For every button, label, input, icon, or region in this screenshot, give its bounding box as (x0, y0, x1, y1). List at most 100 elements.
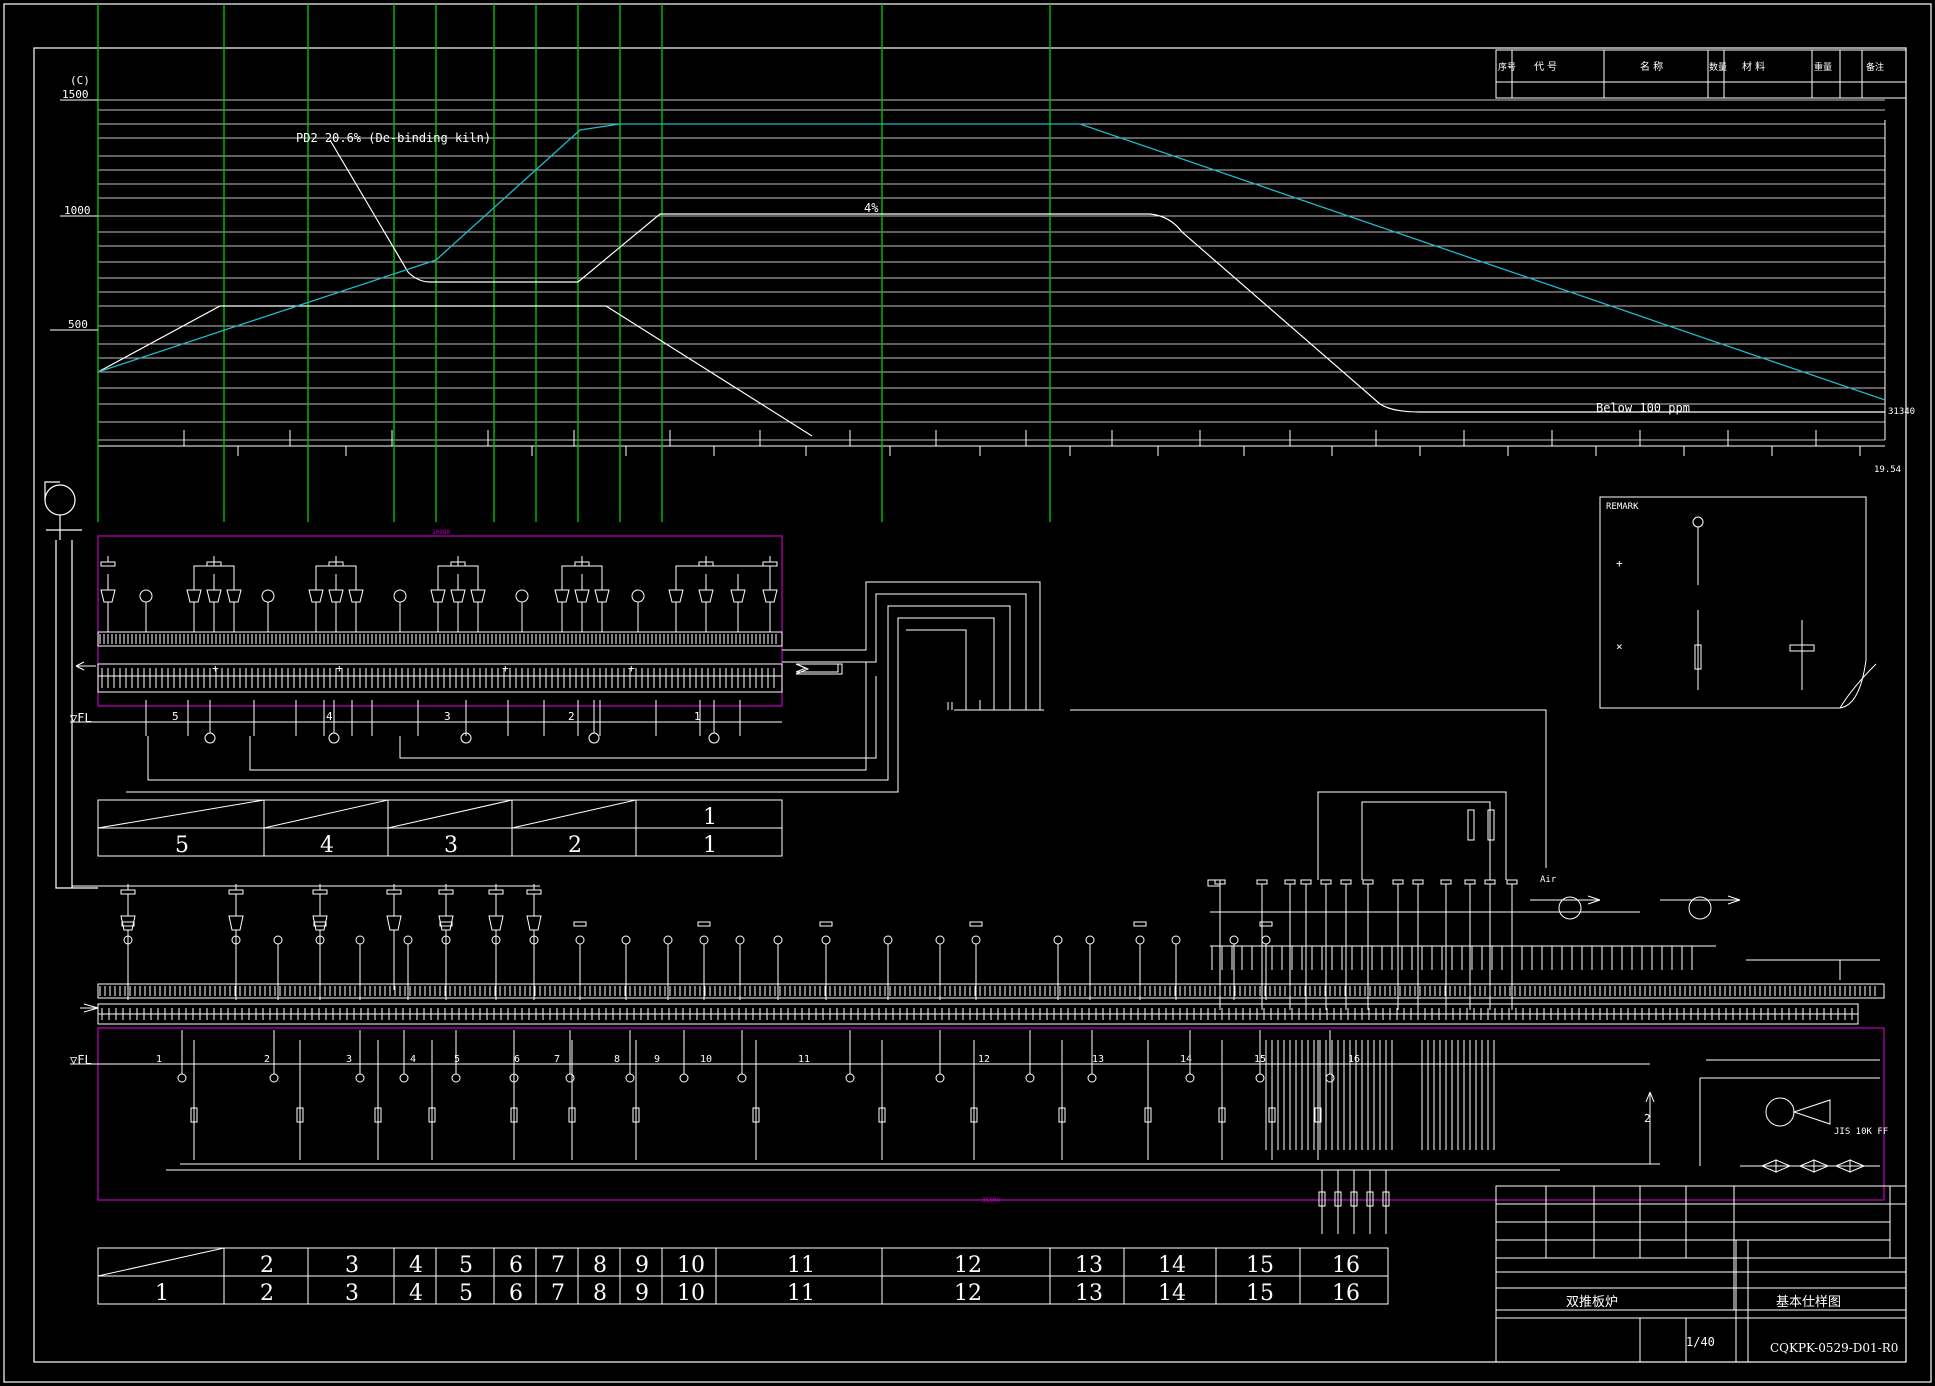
main-table-top-cell: 14 (1158, 1253, 1186, 1278)
burner-symbol (450, 589, 466, 603)
burner-symbol (308, 589, 324, 603)
main-zone-number: 14 (1180, 1054, 1192, 1065)
main-table-top-cell: 13 (1075, 1253, 1103, 1278)
main-floor-label: ▽FL (70, 1053, 92, 1067)
burner-symbol (698, 589, 714, 603)
burner-symbol (186, 589, 202, 603)
probe-symbol (1171, 935, 1181, 945)
burner-symbol (348, 589, 364, 603)
y-tick-1500: 1500 (62, 88, 89, 101)
plus-mark: + (212, 662, 219, 675)
main-table-bottom-cell: 16 (1332, 1281, 1360, 1306)
drawing-title: 基本仕样图 (1776, 1295, 1841, 1310)
header-seq: 序号 (1498, 61, 1516, 73)
title-block: 双推板炉 基本仕样图 1/40 CQKPK-0529-D01-R0 (1495, 1185, 1907, 1363)
main-zone-number: 16 (1348, 1054, 1360, 1065)
gauge-symbol (1325, 1073, 1335, 1083)
main-table-bottom-cell: 1 (155, 1281, 169, 1306)
probe-symbol (821, 935, 831, 945)
main-zone-number: 10 (700, 1054, 712, 1065)
gauge-symbol (708, 732, 720, 744)
fan-symbol (1688, 896, 1712, 920)
gauge-symbol (328, 732, 340, 744)
burner-symbol (438, 915, 454, 931)
motor-symbol (515, 589, 529, 603)
gauge-symbol (269, 1073, 279, 1083)
drawing-number: CQKPK-0529-D01-R0 (1770, 1341, 1898, 1355)
burner-symbol (554, 589, 570, 603)
header-code: 代 号 (1534, 61, 1557, 73)
main-table-top-cell: 8 (593, 1253, 607, 1278)
burner-symbol (430, 589, 446, 603)
motor-symbol (631, 589, 645, 603)
gauge-symbol (679, 1073, 689, 1083)
y-tick-500: 500 (68, 318, 88, 331)
debinding-floor-label: ▽FL (70, 711, 92, 725)
main-kiln-boundary (97, 1027, 1885, 1201)
probe-symbol (403, 935, 413, 945)
debinding-table-top-cell: 1 (703, 805, 717, 830)
main-kiln-dimension: 35000 (982, 1197, 1000, 1204)
motor-symbol (393, 589, 407, 603)
main-table-bottom-cell: 10 (677, 1281, 705, 1306)
air-label: Air (1540, 875, 1557, 885)
manifold-pipes (126, 581, 1547, 868)
debinding-kiln-boundary (97, 535, 783, 707)
burner-symbol (762, 589, 778, 603)
probe-symbol (735, 935, 745, 945)
motor-symbol (261, 589, 275, 603)
exhaust-fan-symbol (1765, 1097, 1795, 1127)
main-table-bottom-cell: 7 (551, 1281, 565, 1306)
burner-symbol (328, 589, 344, 603)
fan-symbol (1558, 896, 1582, 920)
riser-label: 2 (1644, 1112, 1651, 1125)
main-table-bottom-cell: 6 (509, 1281, 523, 1306)
y-axis-unit: (C) (70, 74, 90, 87)
burner-symbol (488, 915, 504, 931)
debinding-table-bottom-cell: 2 (568, 833, 582, 858)
burner-symbol (470, 589, 486, 603)
plus-mark: + (502, 662, 509, 675)
header-material: 材 料 (1742, 60, 1765, 73)
main-zone-number: 5 (454, 1054, 460, 1065)
main-table-bottom-cell: 9 (635, 1281, 649, 1306)
main-table-bottom-cell: 3 (345, 1281, 359, 1306)
main-table-bottom-cell: 13 (1075, 1281, 1103, 1306)
outer-border (3, 3, 1932, 1383)
y-tick-1000: 1000 (64, 204, 91, 217)
gauge-symbol (565, 1073, 575, 1083)
main-table-top-cell: 9 (635, 1253, 649, 1278)
main-zone-number: 8 (614, 1054, 620, 1065)
main-table-top-cell: 15 (1246, 1253, 1274, 1278)
right-value-label: 31340 (1888, 407, 1915, 417)
blower-symbol (44, 481, 98, 889)
main-table-top-cell: 12 (954, 1253, 982, 1278)
remark-box (1599, 496, 1877, 709)
main-zone-number: 3 (346, 1054, 352, 1065)
main-table-top-cell: 4 (409, 1253, 423, 1278)
burner-symbol (100, 589, 116, 603)
plus-mark: + (628, 662, 635, 675)
kiln-roof (97, 631, 783, 647)
debinding-zone-number: 5 (172, 710, 179, 723)
motor-symbol (139, 589, 153, 603)
probe-symbol (971, 935, 981, 945)
main-table-top-cell: 6 (509, 1253, 523, 1278)
main-table-bottom-cell: 15 (1246, 1281, 1274, 1306)
parts-list-header: 序号 代 号 名 称 数量 材 料 重量 备注 (1495, 49, 1907, 99)
burner-symbol (206, 589, 222, 603)
probe-symbol (663, 935, 673, 945)
debinding-table-bottom-cell: 1 (703, 833, 717, 858)
percent-label: 4% (864, 201, 879, 215)
gauge-symbol (1025, 1073, 1035, 1083)
gauge-symbol (935, 1073, 945, 1083)
main-table-top-cell: 10 (677, 1253, 705, 1278)
probe-symbol (621, 935, 631, 945)
main-zone-number: 13 (1092, 1054, 1104, 1065)
burner-symbol (730, 589, 746, 603)
debinding-kiln-dimension: 10980 (432, 529, 450, 536)
main-table-top-cell: 5 (459, 1253, 473, 1278)
